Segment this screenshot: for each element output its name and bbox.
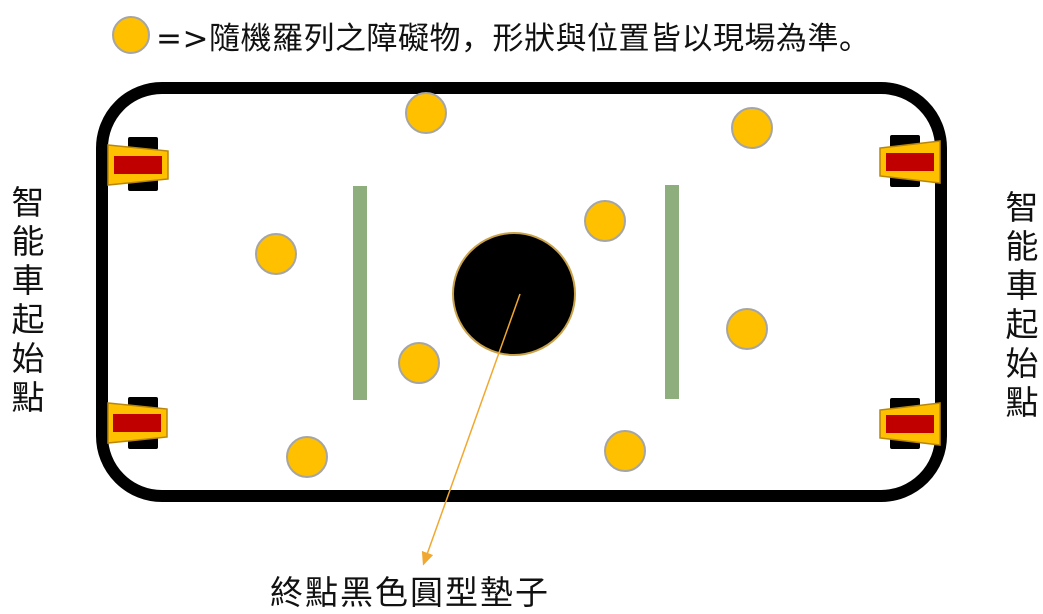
- right-start-label: 智能車起始點: [1000, 190, 1039, 424]
- obstacle-circle: [604, 430, 646, 472]
- obstacle-circle: [731, 107, 773, 149]
- legend-text: =>隨機羅列之障礙物，形狀與位置皆以現場為準。: [156, 20, 871, 57]
- car-icon-top-left: [107, 137, 169, 191]
- car-icon-top-right: [879, 135, 941, 187]
- obstacle-circle: [286, 436, 328, 478]
- left-barrier: [353, 186, 367, 400]
- legend: =>隨機羅列之障礙物，形狀與位置皆以現場為準。: [112, 12, 870, 58]
- obstacle-circle: [726, 308, 768, 350]
- obstacle-circle: [398, 342, 440, 384]
- obstacle-circle: [584, 200, 626, 242]
- left-start-label: 智能車起始點: [6, 185, 45, 419]
- car-icon-bottom-left: [107, 397, 168, 449]
- obstacle-circle: [255, 233, 297, 275]
- car-icon-bottom-right: [879, 398, 941, 449]
- obstacle-circle: [405, 92, 447, 134]
- goal-label: 終點黑色圓型墊子: [270, 573, 550, 612]
- right-barrier: [665, 185, 679, 399]
- goal-arrow: [421, 293, 521, 566]
- arena-border: [96, 82, 947, 502]
- goal-mat: [452, 232, 576, 356]
- yellow-circle-icon: [112, 16, 150, 54]
